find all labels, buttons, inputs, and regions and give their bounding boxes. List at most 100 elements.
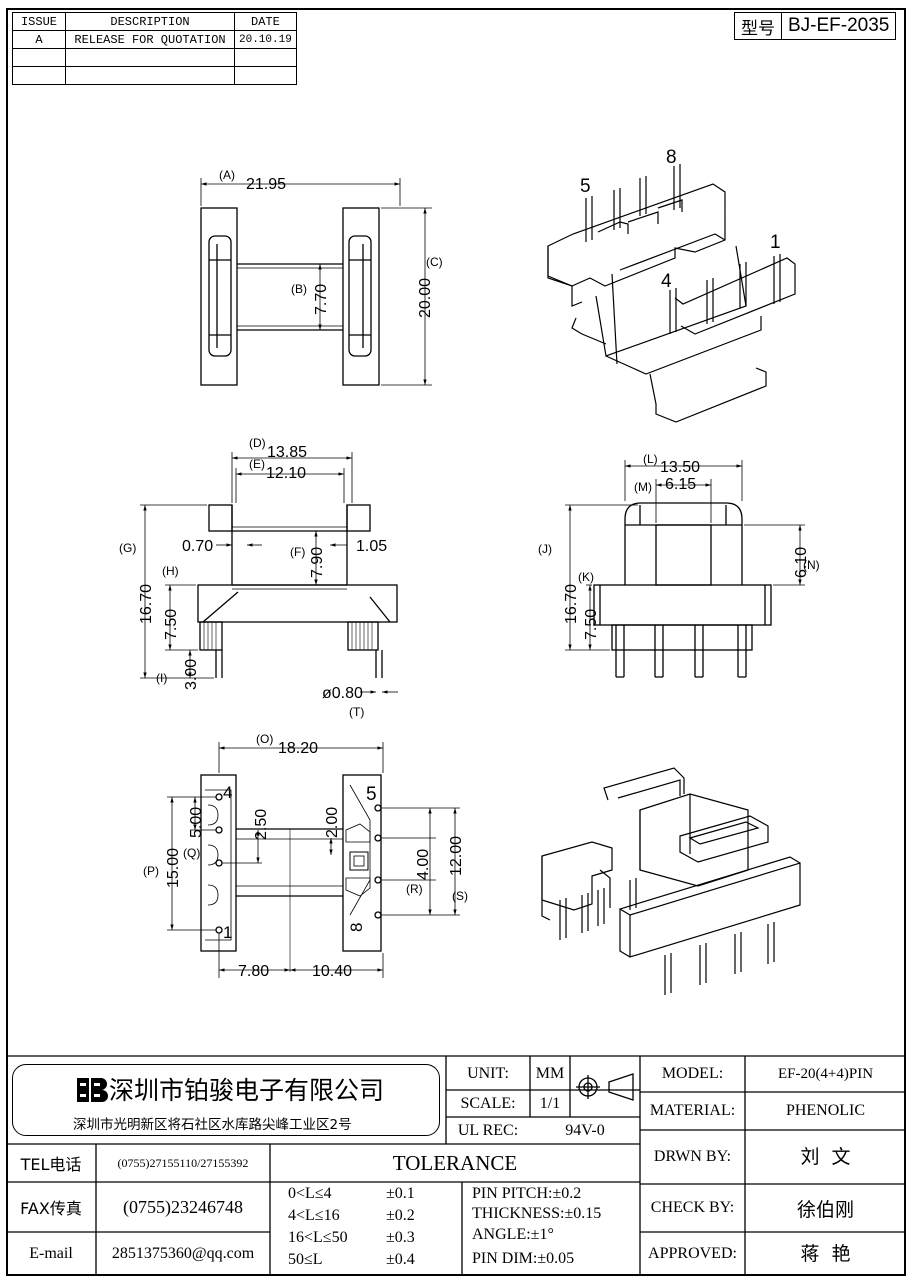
tolerance-title: TOLERANCE	[392, 1150, 518, 1175]
company-info-box: 深圳市铂骏电子有限公司 深圳市光明新区将石社区水库路尖峰工业区2号	[12, 1064, 440, 1136]
dim-label-H: (H)	[162, 564, 179, 578]
dim-label-F: (F)	[290, 545, 305, 559]
bottom-view	[167, 742, 460, 978]
material-value: PHENOLIC	[785, 1102, 866, 1119]
drawn-by-value: 刘 文	[800, 1145, 851, 1168]
dim-value-Q: 5.00	[188, 807, 205, 838]
ul-rec-value: 94V-0	[565, 1121, 605, 1139]
dim-value-O: 18.20	[278, 740, 318, 757]
tel-value: (0755)27155110/27155392	[117, 1155, 249, 1170]
dim-value-F: 7.90	[309, 547, 326, 578]
model-value: EF-20(4+4)PIN	[777, 1065, 874, 1082]
dim-value-250: 2.50	[253, 809, 270, 840]
tolerance-range: 4<L≤16	[288, 1207, 340, 1224]
pin-label-4: 4	[223, 783, 232, 802]
email-label: E-mail	[29, 1245, 73, 1262]
tolerance-range: 16<L≤50	[288, 1229, 348, 1246]
model-number-box: 型号 BJ-EF-2035	[734, 12, 897, 40]
dim-label-T: (T)	[349, 705, 364, 719]
front-view	[140, 452, 398, 694]
scale-label: SCALE:	[460, 1094, 516, 1112]
approved-value: 蒋 艳	[800, 1242, 851, 1265]
dim-label-A: (A)	[219, 168, 235, 182]
model-number-value: BJ-EF-2035	[781, 13, 895, 39]
unit-value: MM	[535, 1065, 565, 1082]
isometric-view-pins-up	[547, 164, 796, 423]
dim-value-D: 13.85	[267, 444, 307, 461]
technical-drawing: (A) 21.95 (B) 7.70 (C) 20.00	[119, 147, 820, 995]
check-by-label: CHECK BY:	[650, 1199, 735, 1216]
dim-value-M: 6.15	[665, 476, 696, 493]
date-header: DATE	[234, 12, 297, 31]
tolerance-value: ±0.3	[386, 1229, 415, 1246]
iso-pin-label-5: 5	[580, 176, 591, 197]
tolerance-value: ±0.1	[386, 1185, 415, 1202]
tolerance-range: 50≤L	[288, 1251, 323, 1268]
dim-label-J: (J)	[538, 542, 552, 556]
pin-dim-tolerance: PIN DIM:±0.05	[472, 1250, 575, 1267]
ul-rec-label: UL REC:	[457, 1121, 519, 1139]
dim-value-200: 2.00	[324, 807, 341, 838]
email-value: 2851375360@qq.com	[111, 1245, 255, 1262]
tolerance-value: ±0.4	[386, 1251, 415, 1268]
dim-value-P: 15.00	[165, 848, 182, 888]
dim-label-P: (P)	[143, 864, 159, 878]
thickness-tolerance: THICKNESS:±0.15	[472, 1205, 602, 1222]
dim-label-K: (K)	[578, 570, 594, 584]
angle-tolerance: ANGLE:±1°	[472, 1226, 554, 1243]
dim-label-E: (E)	[249, 457, 265, 471]
side-view	[565, 460, 805, 678]
dim-value-w2: 1.05	[356, 538, 387, 555]
dim-value-J: 16.70	[563, 584, 580, 624]
revision-row: A RELEASE FOR QUOTATION 20.10.19	[12, 30, 297, 49]
fax-label: FAX传真	[20, 1199, 82, 1218]
company-logo-icon	[77, 1078, 108, 1102]
dim-value-I: 3.00	[183, 659, 200, 690]
dim-label-O: (O)	[256, 732, 273, 746]
revision-row-empty	[12, 66, 297, 85]
unit-label: UNIT:	[467, 1065, 509, 1082]
iso-pin-label-4: 4	[661, 271, 672, 292]
drawing-sheet-border	[6, 8, 906, 1276]
isometric-view-pins-down	[541, 767, 801, 995]
pin-label-5: 5	[366, 784, 377, 805]
model-number-label: 型号	[741, 18, 775, 38]
dim-label-L: (L)	[643, 452, 658, 466]
iso-pin-label-8: 8	[666, 147, 677, 168]
fax-value: (0755)23246748	[123, 1196, 243, 1217]
tolerance-range: 0<L≤4	[288, 1185, 332, 1202]
tel-label: TEL电话	[20, 1155, 82, 1174]
pin-label-1: 1	[223, 923, 232, 942]
dim-label-R: (R)	[406, 882, 423, 896]
dim-value-R: 4.00	[415, 849, 432, 880]
dim-label-C: (C)	[426, 255, 443, 269]
dim-value-780: 7.80	[238, 963, 269, 980]
dim-value-1040: 10.40	[312, 963, 352, 980]
dim-value-w1: 0.70	[182, 538, 213, 555]
description-header: DESCRIPTION	[65, 12, 235, 31]
tolerance-value: ±0.2	[386, 1207, 415, 1224]
drawn-by-label: DRWN BY:	[653, 1148, 732, 1165]
dim-value-L: 13.50	[660, 459, 700, 476]
dim-value-S: 12.00	[448, 836, 465, 876]
description-cell: RELEASE FOR QUOTATION	[65, 30, 235, 49]
dim-value-C: 20.00	[417, 278, 434, 318]
dim-value-H: 7.50	[163, 609, 180, 640]
dim-label-S: (S)	[452, 889, 468, 903]
dim-value-G: 16.70	[138, 584, 155, 624]
dim-value-B: 7.70	[313, 284, 330, 315]
pin-pitch-tolerance: PIN PITCH:±0.2	[472, 1185, 582, 1202]
dim-label-Q: (Q)	[183, 846, 200, 860]
dim-label-M: (M)	[634, 480, 652, 494]
dim-value-E: 12.10	[266, 465, 306, 482]
company-name: 深圳市铂骏电子有限公司	[109, 1076, 385, 1105]
model-label: MODEL:	[661, 1065, 724, 1082]
revision-table: ISSUE DESCRIPTION DATE A RELEASE FOR QUO…	[12, 12, 297, 85]
pin-label-8: 8	[347, 923, 366, 932]
iso-pin-label-1: 1	[770, 232, 781, 253]
scale-value: 1/1	[539, 1094, 561, 1112]
check-by-value: 徐伯刚	[796, 1198, 854, 1221]
dim-value-K: 7.50	[583, 609, 600, 640]
material-label: MATERIAL:	[649, 1102, 736, 1119]
dim-value-T: ø0.80	[322, 685, 363, 702]
